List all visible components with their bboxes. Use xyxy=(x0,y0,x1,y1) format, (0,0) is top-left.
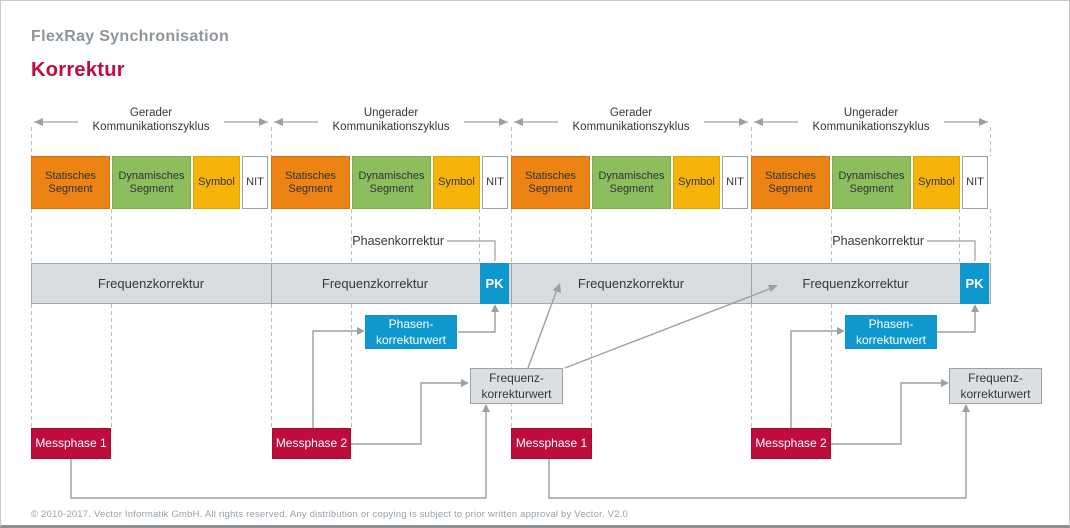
page-subtitle: FlexRay Synchronisation xyxy=(31,28,230,45)
cycle-3-symbol-segment: Symbol xyxy=(673,156,720,209)
frequency-correction-value-line1: Frequenz- xyxy=(968,371,1023,385)
cycle-1-dynamic-segment: Dynamisches Segment xyxy=(112,156,191,209)
cycle-1-header: Gerader Kommunikationszyklus xyxy=(31,106,271,134)
cycle-2-label-line1: Ungerader xyxy=(363,107,419,119)
band-label-1: Frequenzkorrektur xyxy=(97,276,205,291)
cycle-1-label-line2: Kommunikationszyklus xyxy=(92,121,210,133)
frequency-correction-value-line1: Frequenz- xyxy=(489,371,544,385)
band-label-2: Frequenzkorrektur xyxy=(321,276,429,291)
cycle-3-label-line2: Kommunikationszyklus xyxy=(572,121,690,133)
cycle-3-header: Gerader Kommunikationszyklus xyxy=(511,106,751,134)
phase-correction-value-line1: Phasen- xyxy=(388,317,434,331)
cycle-3-nit-segment: NIT xyxy=(722,156,748,209)
cycle-4-static-segment: Statisches Segment xyxy=(751,156,830,209)
phase-correction-value-box-1: Phasen- korrekturwert xyxy=(365,315,457,349)
cycle-1-symbol-segment: Symbol xyxy=(193,156,240,209)
messphase-2-box-cycle4: Messphase 2 xyxy=(751,428,831,459)
cycle-2-symbol-segment: Symbol xyxy=(433,156,480,209)
phasenkorrektur-label-2: Phasenkorrektur xyxy=(832,234,924,248)
cycle-3-static-segment: Statisches Segment xyxy=(511,156,590,209)
phase-correction-value-box-2: Phasen- korrekturwert xyxy=(845,315,937,349)
cycle-3-dynamic-segment: Dynamisches Segment xyxy=(592,156,671,209)
frequency-correction-value-box-2: Frequenz- korrekturwert xyxy=(949,368,1042,404)
messphase-1-box-cycle3: Messphase 1 xyxy=(511,428,592,459)
cycle-2-dynamic-segment: Dynamisches Segment xyxy=(352,156,431,209)
cycle-4-label-line2: Kommunikationszyklus xyxy=(812,121,930,133)
cycle-2-header: Ungerader Kommunikationszyklus xyxy=(271,106,511,134)
frequency-correction-value-line2: korrekturwert xyxy=(481,387,552,401)
cycle-2-label-line2: Kommunikationszyklus xyxy=(332,121,450,133)
cycle-3-label-line1: Gerader xyxy=(609,107,653,119)
frequency-correction-value-box-1: Frequenz- korrekturwert xyxy=(470,368,563,404)
cycle-1-static-segment: Statisches Segment xyxy=(31,156,110,209)
phase-correction-value-line1: Phasen- xyxy=(868,317,914,331)
phase-correction-value-line2: korrekturwert xyxy=(375,333,446,347)
cycle-4-dynamic-segment: Dynamisches Segment xyxy=(832,156,911,209)
cycle-4-label-line1: Ungerader xyxy=(843,107,899,119)
messphase-2-box-cycle2: Messphase 2 xyxy=(272,428,351,459)
band-label-3: Frequenzkorrektur xyxy=(577,276,685,291)
phasenkorrektur-label-1: Phasenkorrektur xyxy=(352,234,444,248)
cycle-2-static-segment: Statisches Segment xyxy=(271,156,350,209)
cycle-4-header: Ungerader Kommunikationszyklus xyxy=(751,106,991,134)
phase-correction-pk-box-1: PK xyxy=(480,263,509,304)
cycle-4-nit-segment: NIT xyxy=(962,156,988,209)
phase-correction-pk-box-2: PK xyxy=(960,263,989,304)
cycle-1-label-line1: Gerader xyxy=(129,107,173,119)
phase-correction-value-line2: korrekturwert xyxy=(855,333,926,347)
messphase-1-box-cycle1: Messphase 1 xyxy=(31,428,111,459)
band-label-4: Frequenzkorrektur xyxy=(802,276,909,291)
cycle-2-nit-segment: NIT xyxy=(482,156,508,209)
page-title: Korrektur xyxy=(31,59,125,81)
frequency-correction-value-line2: korrekturwert xyxy=(960,387,1031,401)
copyright-footer: © 2010-2017. Vector Informatik GmbH. All… xyxy=(31,509,628,520)
cycle-1-nit-segment: NIT xyxy=(242,156,268,209)
cycle-4-symbol-segment: Symbol xyxy=(913,156,960,209)
